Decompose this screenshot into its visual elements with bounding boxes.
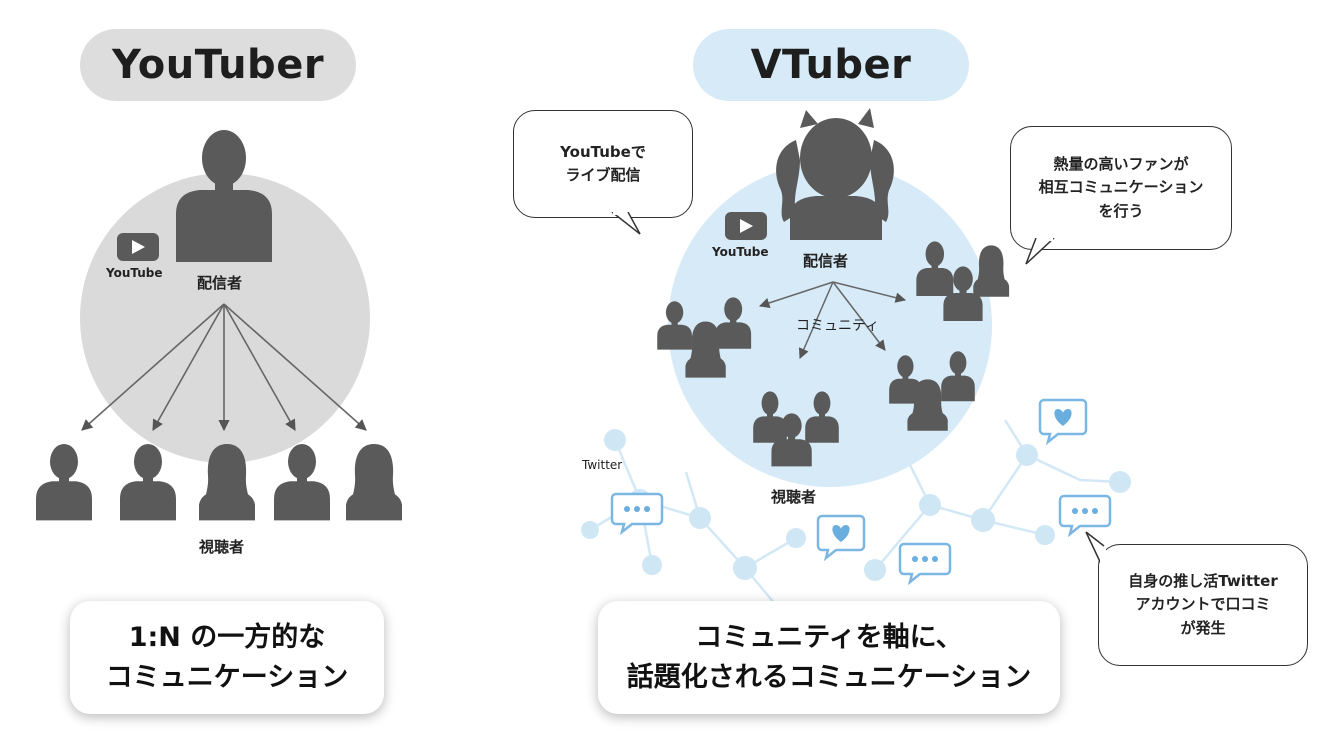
youtuber-title: YouTuber bbox=[80, 29, 356, 101]
youtuber-summary-line: コミュニケーション bbox=[105, 661, 349, 693]
youtuber-broadcast-arrows bbox=[81, 303, 367, 432]
chat-dots-icon bbox=[1058, 494, 1112, 536]
bubble-line: を行う bbox=[1098, 201, 1144, 220]
community-label: コミュニティ bbox=[796, 318, 880, 334]
bubble-line: アカウントで口コミ bbox=[1135, 595, 1271, 614]
twitter-label: Twitter bbox=[582, 458, 623, 472]
bubble-tail bbox=[611, 212, 641, 235]
vtuber-summary-line: コミュニティを軸に、 bbox=[695, 622, 963, 654]
youtuber-viewer-icon bbox=[36, 443, 92, 521]
vtuber-title: VTuber bbox=[693, 29, 969, 101]
bubble-line: ライブ配信 bbox=[565, 166, 641, 184]
youtuber-platform-label: YouTube bbox=[106, 266, 163, 280]
bubble-line: 自身の推し活Twitter bbox=[1128, 572, 1278, 591]
vtuber-avatar-icon bbox=[776, 108, 894, 240]
youtuber-viewer-icon bbox=[120, 443, 176, 521]
youtuber-summary-card: 1:N の一方的な コミュニケーション bbox=[70, 601, 384, 714]
bubble-tail bbox=[1085, 531, 1106, 567]
youtuber-viewer-icon bbox=[274, 443, 330, 521]
bubble-line: が発生 bbox=[1180, 618, 1226, 637]
youtuber-viewer-label: 視聴者 bbox=[199, 538, 245, 556]
twitter-network-nodes bbox=[581, 429, 1131, 581]
youtuber-summary-line: 1:N の一方的な bbox=[128, 622, 326, 654]
bubble-live-streaming: YouTubeで ライブ配信 bbox=[513, 110, 693, 218]
vtuber-streamer-label: 配信者 bbox=[803, 252, 849, 270]
bubble-line: YouTubeで bbox=[560, 142, 646, 161]
heart-message-icon bbox=[816, 514, 866, 560]
youtuber-viewer-icon bbox=[346, 443, 402, 521]
bubble-line: 熱量の高いファンが bbox=[1053, 155, 1189, 174]
chat-dots-icon bbox=[898, 542, 952, 584]
bubble-tail bbox=[1025, 238, 1055, 265]
vtuber-summary-card: コミュニティを軸に、 話題化されるコミュニケーション bbox=[598, 601, 1060, 714]
vtuber-summary-line: 話題化されるコミュニケーション bbox=[626, 661, 1032, 693]
chat-dots-icon bbox=[610, 492, 664, 534]
bubble-word-of-mouth: 自身の推し活Twitter アカウントで口コミ が発生 bbox=[1098, 544, 1308, 666]
bubble-line: 相互コミュニケーション bbox=[1038, 178, 1204, 197]
community-arrows bbox=[759, 281, 907, 359]
bubble-fan-communication: 熱量の高いファンが 相互コミュニケーション を行う bbox=[1010, 126, 1232, 250]
vtuber-play-icon bbox=[725, 212, 767, 240]
heart-message-icon bbox=[1038, 398, 1088, 444]
vtuber-viewer-label: 視聴者 bbox=[771, 488, 817, 506]
vtuber-platform-label: YouTube bbox=[712, 245, 769, 259]
youtuber-streamer-icon bbox=[176, 130, 272, 262]
vtuber-circle bbox=[668, 163, 992, 487]
youtuber-play-icon bbox=[117, 233, 159, 261]
youtuber-streamer-label: 配信者 bbox=[197, 274, 243, 292]
